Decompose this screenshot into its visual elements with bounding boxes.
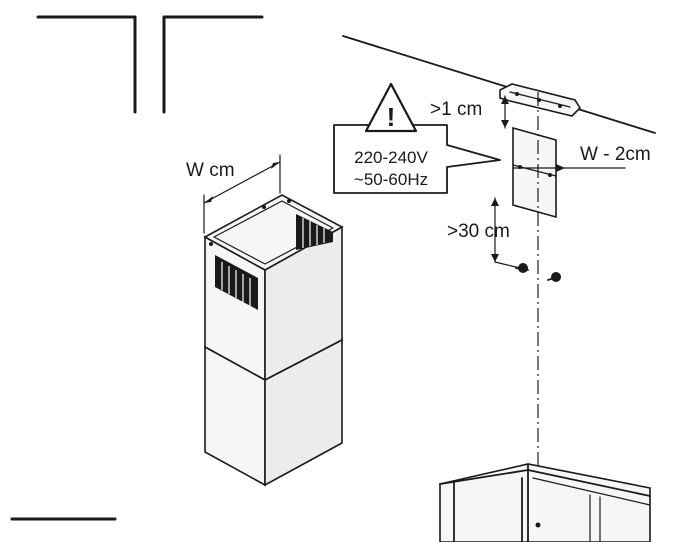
ceiling-bracket xyxy=(499,83,582,117)
chimney-lower-side xyxy=(264,338,343,487)
lower-gap-marker: >30 cm xyxy=(447,197,521,269)
chimney-cover xyxy=(203,194,344,487)
vent-grille-front xyxy=(215,255,258,310)
screw-dot xyxy=(209,242,213,246)
corner-mark-left xyxy=(36,15,137,114)
width-label: W cm xyxy=(186,160,235,181)
lower-gap-label: >30 cm xyxy=(447,221,510,242)
screw-dot xyxy=(262,205,266,209)
warning-exclamation: ! xyxy=(387,102,396,132)
bracket-width-dimension: W - 2cm xyxy=(512,144,651,172)
frequency-label: ~50-60Hz xyxy=(354,170,428,189)
chimney-top-inner xyxy=(213,200,334,265)
top-gap-label: >1 cm xyxy=(430,99,482,120)
ceiling-line xyxy=(342,35,656,134)
screw-dot xyxy=(287,199,291,203)
corner-mark-right xyxy=(162,15,264,114)
wall-screws xyxy=(515,263,561,282)
corner-marks xyxy=(10,15,264,521)
voltage-label: 220-240V xyxy=(354,148,428,167)
wall-bracket-plate xyxy=(512,126,557,219)
chimney-top-rim xyxy=(203,194,344,271)
width-dimension: W cm xyxy=(186,154,281,234)
top-gap-marker: >1 cm xyxy=(430,95,509,129)
vent-grille-side xyxy=(296,214,333,250)
electrical-warning: ! 220-240V ~50-60Hz xyxy=(333,82,501,194)
warning-box xyxy=(333,124,501,194)
warning-triangle-icon xyxy=(364,82,418,133)
bracket-width-label: W - 2cm xyxy=(580,144,651,165)
hood-body xyxy=(439,463,651,542)
